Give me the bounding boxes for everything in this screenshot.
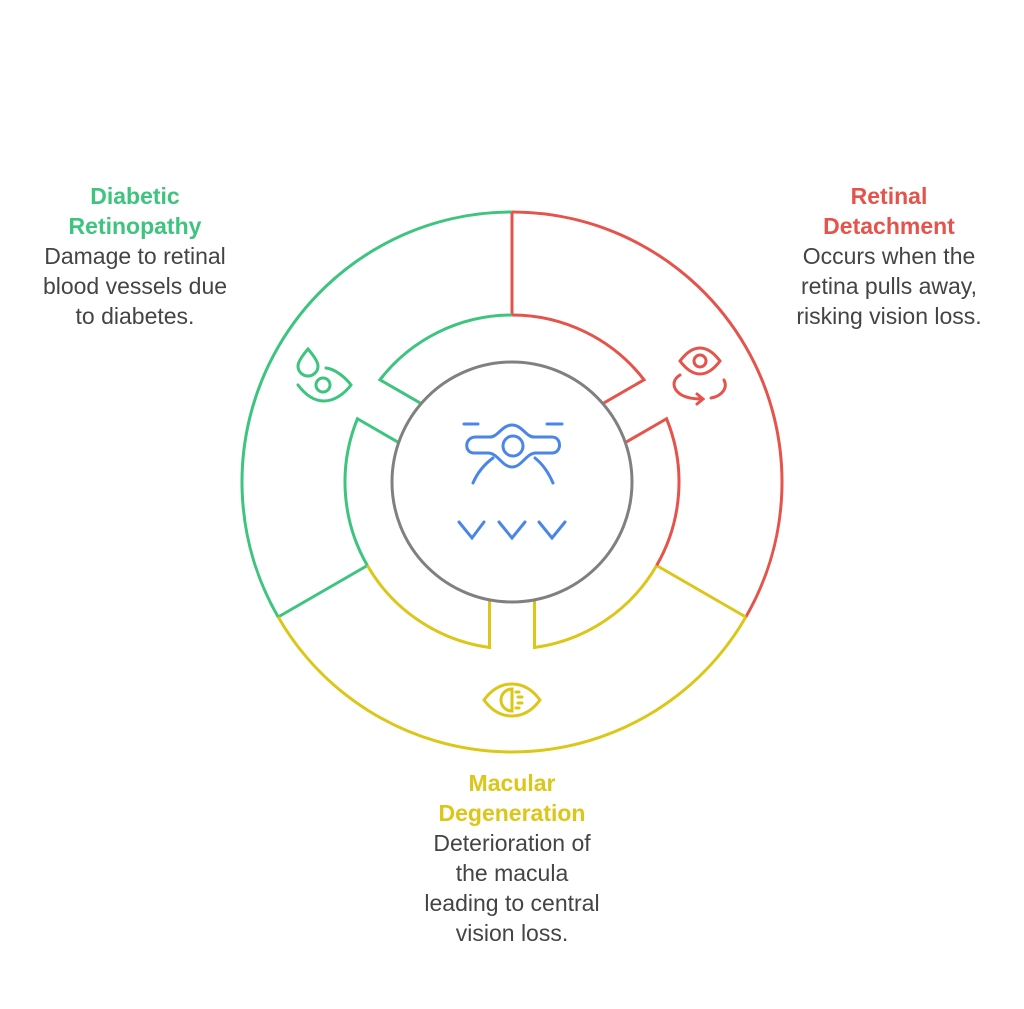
outer-arc-retinal: [511, 210, 784, 618]
outer-arc-diabetic-divider: [277, 564, 369, 619]
eye-fading-icon: [482, 682, 542, 718]
desc-line: Occurs when the: [802, 243, 976, 269]
eye-drop-icon: [296, 346, 353, 403]
desc-line: retina pulls away,: [801, 273, 977, 299]
desc-line: Deterioration of: [433, 830, 591, 856]
ring-segments: [240, 210, 784, 754]
inner-ring-right-b: [533, 564, 658, 650]
title-macular-degeneration: Macular: [468, 770, 556, 796]
title-diabetic-retinopathy: Diabetic: [90, 183, 180, 209]
center-circle: [390, 360, 634, 604]
label-diabetic-retinopathy: Diabetic Retinopathy Damage to retinal b…: [20, 181, 250, 331]
inner-ring-top-a: [377, 313, 513, 405]
outer-arc-diabetic: [240, 210, 513, 618]
label-retinal-detachment: Retinal Detachment Occurs when the retin…: [774, 181, 1004, 331]
desc-line: to diabetes.: [75, 303, 195, 329]
inner-ring-left-a: [366, 564, 491, 650]
inner-ring-top-b: [511, 313, 647, 405]
title-macular-degeneration-2: Degeneration: [438, 800, 586, 826]
title-diabetic-retinopathy-2: Retinopathy: [68, 213, 202, 239]
desc-line: vision loss.: [455, 920, 569, 946]
desc-line: leading to central: [424, 890, 600, 916]
inner-ring-right-a: [624, 416, 681, 567]
outer-arc-macular-divider: [655, 564, 747, 619]
retina-eye-icon: [457, 422, 567, 541]
title-retinal-detachment: Retinal: [850, 183, 928, 209]
title-retinal-detachment-2: Detachment: [823, 213, 955, 239]
outer-arc-macular: [276, 616, 748, 754]
label-macular-degeneration: Macular Degeneration Deterioration of th…: [392, 768, 632, 948]
desc-line: blood vessels due: [42, 273, 228, 299]
desc-line: Damage to retinal: [44, 243, 226, 269]
eye-rotate-icon: [672, 346, 727, 406]
desc-line: the macula: [455, 860, 569, 886]
inner-ring-left-b: [343, 416, 400, 567]
desc-line: risking vision loss.: [796, 303, 982, 329]
